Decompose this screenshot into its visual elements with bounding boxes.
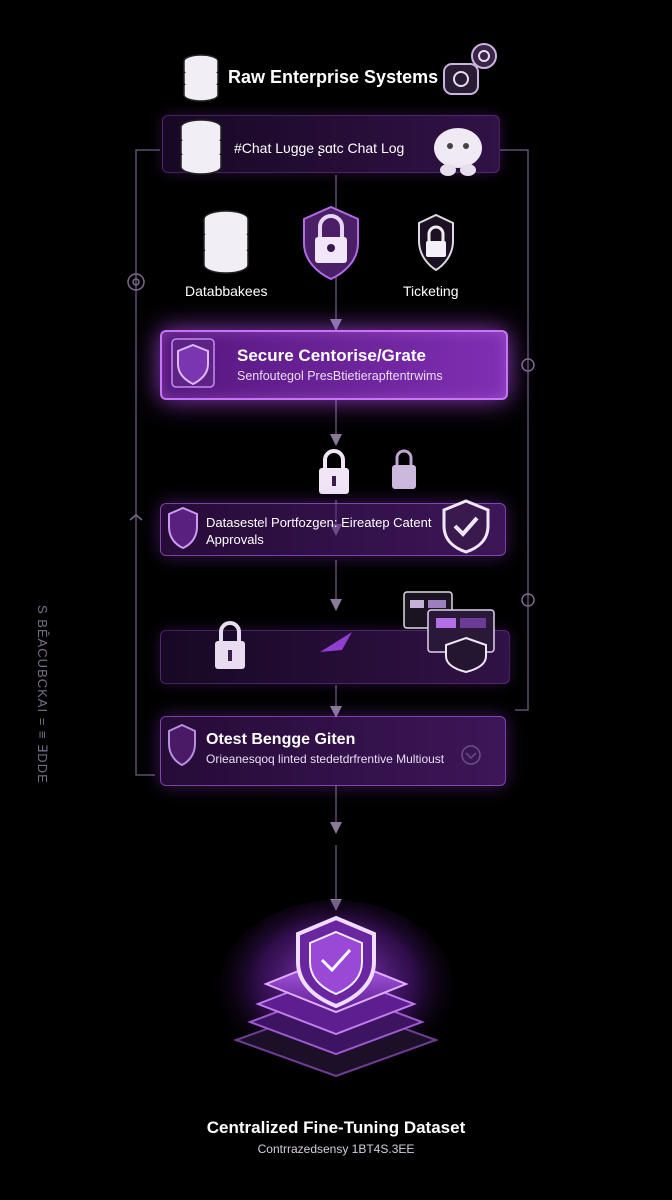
arrow-icon — [318, 628, 356, 661]
step-subtitle: Orieanesqoq linted stedetdrfrentive Mult… — [206, 752, 445, 766]
lock-icon — [298, 203, 364, 288]
shield-icon — [166, 505, 200, 556]
right-rail — [500, 149, 529, 711]
database-icon — [202, 210, 250, 283]
header-title: Raw Enterprise Systems — [228, 67, 439, 87]
stack-icon — [216, 900, 456, 1095]
padlock-icon — [390, 447, 418, 498]
ticketing-label: Ticketing — [403, 283, 459, 299]
padlock-icon — [316, 446, 352, 501]
database-icon — [182, 53, 220, 108]
chatbot-icon — [428, 124, 488, 187]
step-panel-merge — [160, 716, 506, 786]
chat-log-label: #Chat Lᴜgge ʂɑtc Chat Log — [234, 140, 405, 156]
step-subtitle: Senfoutegol PresBtietierapftentrwims — [237, 369, 443, 383]
step-subtitle: Approvals — [206, 532, 264, 547]
step-title: Secure Centorise/Grate — [237, 346, 426, 365]
padlock-icon — [212, 617, 248, 676]
result-subtitle: Contrrazedsensy 1BT4S.3EE — [257, 1142, 415, 1156]
step-title: Datasestel Portfozgen: Eireatep Catent — [206, 515, 432, 530]
databases-label: Databbakees — [185, 283, 268, 299]
step-panel-secure — [160, 330, 508, 400]
side-label: S BÊACUBCKAI = ≡ ∃DDE — [35, 605, 50, 784]
left-rail — [135, 149, 160, 776]
chatbot-icon — [440, 42, 502, 107]
chevron-icon — [460, 744, 482, 771]
result-title: Centralized Fine-Tuning Dataset — [206, 1118, 466, 1137]
rail-node-icon — [127, 273, 535, 607]
step-title: Otest Bengge Giten — [206, 731, 356, 748]
screens-icon — [402, 588, 498, 679]
shield-icon — [166, 722, 198, 773]
shield-icon — [170, 337, 216, 394]
check-shield-icon — [440, 498, 492, 559]
database-icon — [178, 118, 224, 181]
lock-icon — [416, 213, 456, 278]
